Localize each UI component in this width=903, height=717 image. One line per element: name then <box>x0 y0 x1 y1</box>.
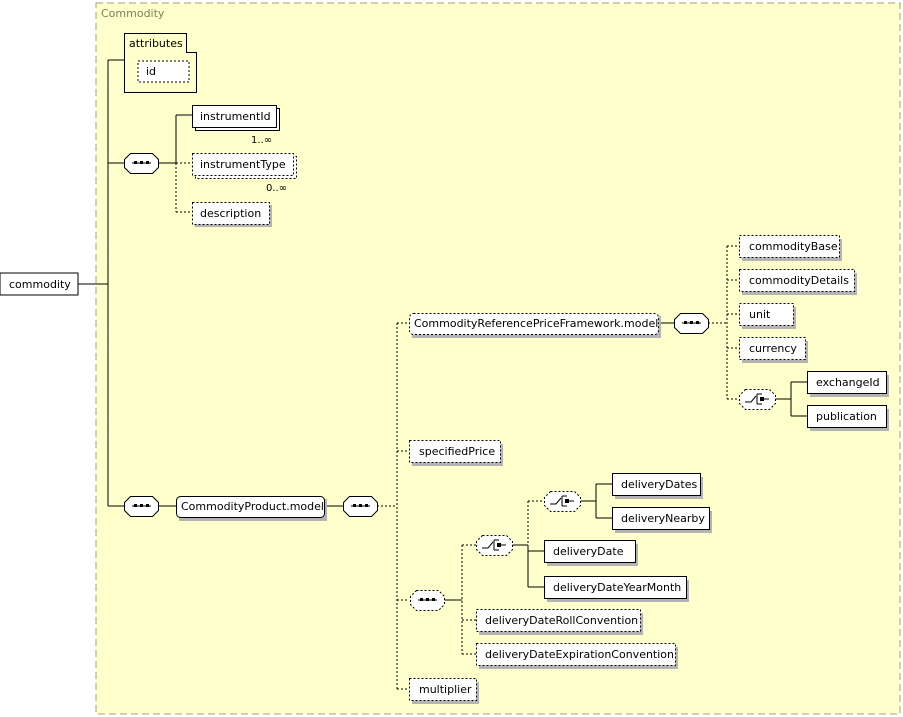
element-deliveryDate-label: deliveryDate <box>553 545 624 558</box>
attribute-id-label: id <box>146 65 156 78</box>
element-description[interactable]: description <box>192 202 273 228</box>
element-deliveryDateRollConvention-label: deliveryDateRollConvention <box>485 614 638 627</box>
attributes-box[interactable]: attributes id <box>124 33 197 93</box>
element-currency-label: currency <box>749 342 797 355</box>
element-deliveryDates-label: deliveryDates <box>621 478 697 491</box>
element-publication-label: publication <box>816 410 877 423</box>
instrumentType-cardinality: 0..∞ <box>266 183 287 194</box>
element-deliveryDates[interactable]: deliveryDates <box>612 473 704 500</box>
sequence-compositor-icon[interactable] <box>674 313 709 334</box>
element-instrumentId[interactable]: instrumentId 1..∞ <box>192 105 280 147</box>
group-commodityReferencePriceFramework-model-label: CommodityReferencePriceFramework.model <box>414 317 658 330</box>
group-commodityReferencePriceFramework-model[interactable]: CommodityReferencePriceFramework.model <box>409 313 662 339</box>
element-instrumentType[interactable]: instrumentType 0..∞ <box>192 153 297 195</box>
element-instrumentType-label: instrumentType <box>200 158 286 171</box>
attribute-id[interactable] <box>137 60 190 83</box>
commodity-group-label: Commodity <box>101 7 165 20</box>
group-commodityProduct-model[interactable]: CommodityProduct.model <box>176 496 328 522</box>
element-commodityDetails[interactable]: commodityDetails <box>739 269 858 296</box>
element-deliveryDateYearMonth-label: deliveryDateYearMonth <box>553 581 681 594</box>
element-publication[interactable]: publication <box>807 405 890 432</box>
choice-compositor-icon[interactable] <box>476 535 513 556</box>
element-multiplier[interactable]: multiplier <box>409 678 480 705</box>
attributes-label: attributes <box>129 37 183 50</box>
element-deliveryDateRollConvention[interactable]: deliveryDateRollConvention <box>476 609 644 636</box>
element-unit[interactable]: unit <box>739 303 797 330</box>
element-commodityBase-label: commodityBase <box>749 240 838 253</box>
element-instrumentId-label: instrumentId <box>200 110 271 123</box>
group-commodityProduct-model-label: CommodityProduct.model <box>181 500 324 513</box>
element-currency[interactable]: currency <box>739 337 809 364</box>
element-specifiedPrice[interactable]: specifiedPrice <box>409 440 504 467</box>
element-commodity-label: commodity <box>9 278 71 291</box>
sequence-compositor-icon[interactable] <box>343 496 378 517</box>
connector-lines <box>78 59 807 690</box>
choice-compositor-icon[interactable] <box>739 389 776 410</box>
element-deliveryDate[interactable]: deliveryDate <box>544 540 639 567</box>
element-unit-label: unit <box>749 308 771 321</box>
element-deliveryNearby[interactable]: deliveryNearby <box>612 507 713 534</box>
sequence-compositor-icon[interactable] <box>124 496 159 517</box>
element-exchangeId-label: exchangeId <box>816 376 880 389</box>
element-multiplier-label: multiplier <box>419 683 472 696</box>
element-exchangeId[interactable]: exchangeId <box>807 371 890 398</box>
sequence-compositor-icon[interactable] <box>124 153 159 174</box>
element-description-label: description <box>200 207 261 220</box>
element-specifiedPrice-label: specifiedPrice <box>419 445 495 458</box>
element-deliveryNearby-label: deliveryNearby <box>621 512 705 525</box>
instrumentId-cardinality: 1..∞ <box>251 135 272 146</box>
element-commodity[interactable]: commodity <box>0 272 79 296</box>
element-deliveryDateYearMonth[interactable]: deliveryDateYearMonth <box>544 576 690 603</box>
sequence-compositor-icon[interactable] <box>410 590 445 611</box>
element-commodityBase[interactable]: commodityBase <box>739 235 843 262</box>
element-deliveryDateExpirationConvention[interactable]: deliveryDateExpirationConvention <box>476 643 679 670</box>
element-commodityDetails-label: commodityDetails <box>749 274 849 287</box>
choice-compositor-icon[interactable] <box>544 491 581 512</box>
element-deliveryDateExpirationConvention-label: deliveryDateExpirationConvention <box>485 648 674 661</box>
